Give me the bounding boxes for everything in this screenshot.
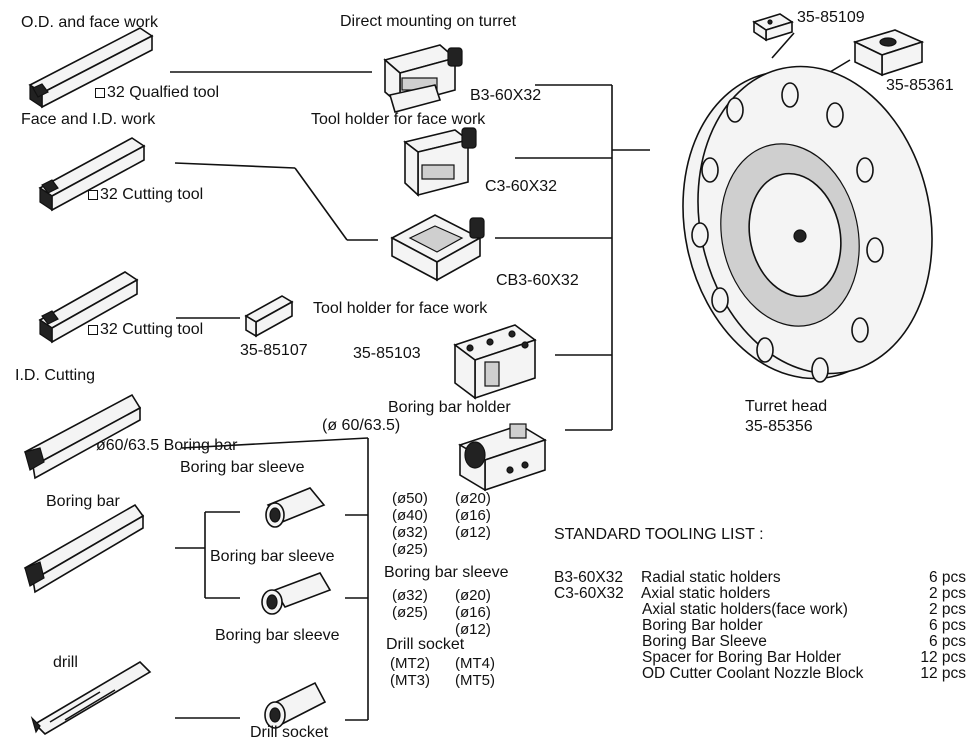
label-holder-face-work-1: Tool holder for face work — [311, 111, 486, 128]
label-cutting-tool-2-text: 32 Cutting tool — [100, 321, 204, 338]
tooling-item: Axial static holders(face work) — [642, 601, 848, 618]
drill-icon — [30, 660, 152, 736]
label-drill: drill — [53, 654, 78, 671]
tooling-item: Axial static holders — [641, 585, 771, 602]
tooling-row: Axial static holders(face work) 2 pcs — [554, 601, 969, 618]
label-boring-bar-holder: Boring bar holder — [388, 399, 511, 416]
size-item: (MT5) — [455, 672, 495, 689]
boring-bar-icon — [23, 503, 145, 594]
label-cb3-60x32: CB3-60X32 — [496, 272, 579, 289]
drill-socket-icon — [264, 681, 327, 729]
tooling-item: Spacer for Boring Bar Holder — [642, 649, 842, 666]
square-icon — [95, 88, 105, 98]
label-od-face-work: O.D. and face work — [21, 14, 158, 31]
tooling-qty: 6 pcs — [928, 633, 966, 650]
size-item: (ø20) — [455, 490, 491, 507]
block-35-85109-icon — [752, 13, 794, 42]
tooling-row: C3-60X32 Axial static holders 2 pcs — [554, 585, 969, 602]
connector-lines — [170, 32, 851, 721]
label-turret-head: Turret head — [745, 398, 828, 415]
tooling-item: Boring Bar Sleeve — [642, 633, 767, 650]
tooling-list: B3-60X32 Radial static holders 6 pcs C3-… — [554, 569, 969, 682]
boring-bar-60-icon — [23, 393, 142, 480]
label-holder-face-work-2: Tool holder for face work — [313, 300, 488, 317]
size-item: (ø16) — [455, 507, 491, 524]
tooling-row: Boring Bar Sleeve 6 pcs — [554, 633, 969, 650]
label-b3-60x32: B3-60X32 — [470, 87, 542, 104]
face-id-cutting-tool-icon — [38, 137, 146, 212]
block-35-85361-icon — [852, 29, 925, 77]
tooling-qty: 12 pcs — [920, 649, 966, 666]
tooling-row: Boring Bar holder 6 pcs — [554, 617, 969, 634]
size-item: (MT2) — [390, 655, 430, 672]
label-dia-60-635: (ø 60/63.5) — [322, 417, 401, 434]
size-item: (ø20) — [455, 587, 491, 604]
tooling-row: OD Cutter Coolant Nozzle Block 12 pcs — [554, 665, 969, 682]
size-item: (ø12) — [455, 621, 491, 638]
boring-bar-sleeve-top-icon — [265, 487, 326, 528]
tooling-row: B3-60X32 Radial static holders 6 pcs — [554, 569, 969, 586]
label-drill-socket-bottom: Drill socket — [250, 724, 329, 741]
size-item: (ø12) — [455, 524, 491, 541]
boring-bar-holder-icon — [453, 324, 537, 400]
size-item: (ø16) — [455, 604, 491, 621]
cutting-tool-icon — [38, 271, 139, 344]
label-direct-mounting: Direct mounting on turret — [340, 13, 517, 30]
tooling-qty: 6 pcs — [928, 569, 966, 586]
label-35-85107: 35-85107 — [240, 342, 308, 359]
label-qualified-tool: 32 Qualfied tool — [95, 84, 219, 102]
c3-holder-icon — [403, 127, 477, 197]
label-boring-bar-sleeve-mid: Boring bar sleeve — [384, 564, 509, 581]
tooling-qty: 12 pcs — [920, 665, 966, 682]
size-item: (ø50) — [392, 490, 428, 507]
label-35-85109: 35-85109 — [797, 9, 865, 26]
size-item: (ø40) — [392, 507, 428, 524]
boring-bar-sleeve-bottom-icon — [261, 572, 332, 615]
turret-head-icon — [682, 65, 933, 383]
tooling-item: Radial static holders — [641, 569, 781, 586]
label-boring-bar-sleeve-top: Boring bar sleeve — [180, 459, 305, 476]
label-cutting-tool-2: 32 Cutting tool — [88, 321, 203, 339]
boring-bar-holder-2-icon — [458, 423, 547, 492]
tooling-item: OD Cutter Coolant Nozzle Block — [642, 665, 864, 682]
tooling-code: C3-60X32 — [554, 585, 624, 602]
tooling-qty: 6 pcs — [928, 617, 966, 634]
label-c3-60x32: C3-60X32 — [485, 178, 558, 195]
size-item: (MT4) — [455, 655, 495, 672]
label-id-cutting: I.D. Cutting — [15, 367, 96, 384]
size-item: (ø32) — [392, 587, 428, 604]
square-icon — [88, 325, 98, 335]
label-cutting-tool-1-text: 32 Cutting tool — [100, 186, 204, 203]
label-drill-socket-mid: Drill socket — [386, 636, 465, 653]
square-icon — [88, 190, 98, 200]
label-qualified-tool-text: 32 Qualfied tool — [107, 84, 220, 101]
tooling-item: Boring Bar holder — [642, 617, 763, 634]
label-cutting-tool-1: 32 Cutting tool — [88, 186, 203, 204]
b3-holder-icon — [383, 44, 463, 113]
label-face-id-work: Face and I.D. work — [21, 111, 156, 128]
label-35-85356: 35-85356 — [745, 418, 813, 435]
size-item: (ø32) — [392, 524, 428, 541]
tooling-qty: 2 pcs — [928, 601, 966, 618]
size-item: (ø25) — [392, 604, 428, 621]
label-boring-bar-sleeve-1: Boring bar sleeve — [210, 548, 335, 565]
spacer-block-icon — [244, 295, 294, 338]
cb3-holder-icon — [390, 214, 485, 282]
size-item: (ø25) — [392, 541, 428, 558]
label-35-85361: 35-85361 — [886, 77, 954, 94]
tooling-list-heading: STANDARD TOOLING LIST : — [554, 526, 764, 543]
label-35-85103: 35-85103 — [353, 345, 421, 362]
label-boring-bar-60: ø60/63.5 Boring bar — [96, 437, 238, 454]
label-boring-bar: Boring bar — [46, 493, 120, 510]
size-item: (MT3) — [390, 672, 430, 689]
tooling-row: Spacer for Boring Bar Holder 12 pcs — [554, 649, 969, 666]
tooling-qty: 2 pcs — [928, 585, 966, 602]
tooling-code: B3-60X32 — [554, 569, 623, 586]
label-boring-bar-sleeve-2: Boring bar sleeve — [215, 627, 340, 644]
od-face-tool-icon — [28, 27, 154, 109]
